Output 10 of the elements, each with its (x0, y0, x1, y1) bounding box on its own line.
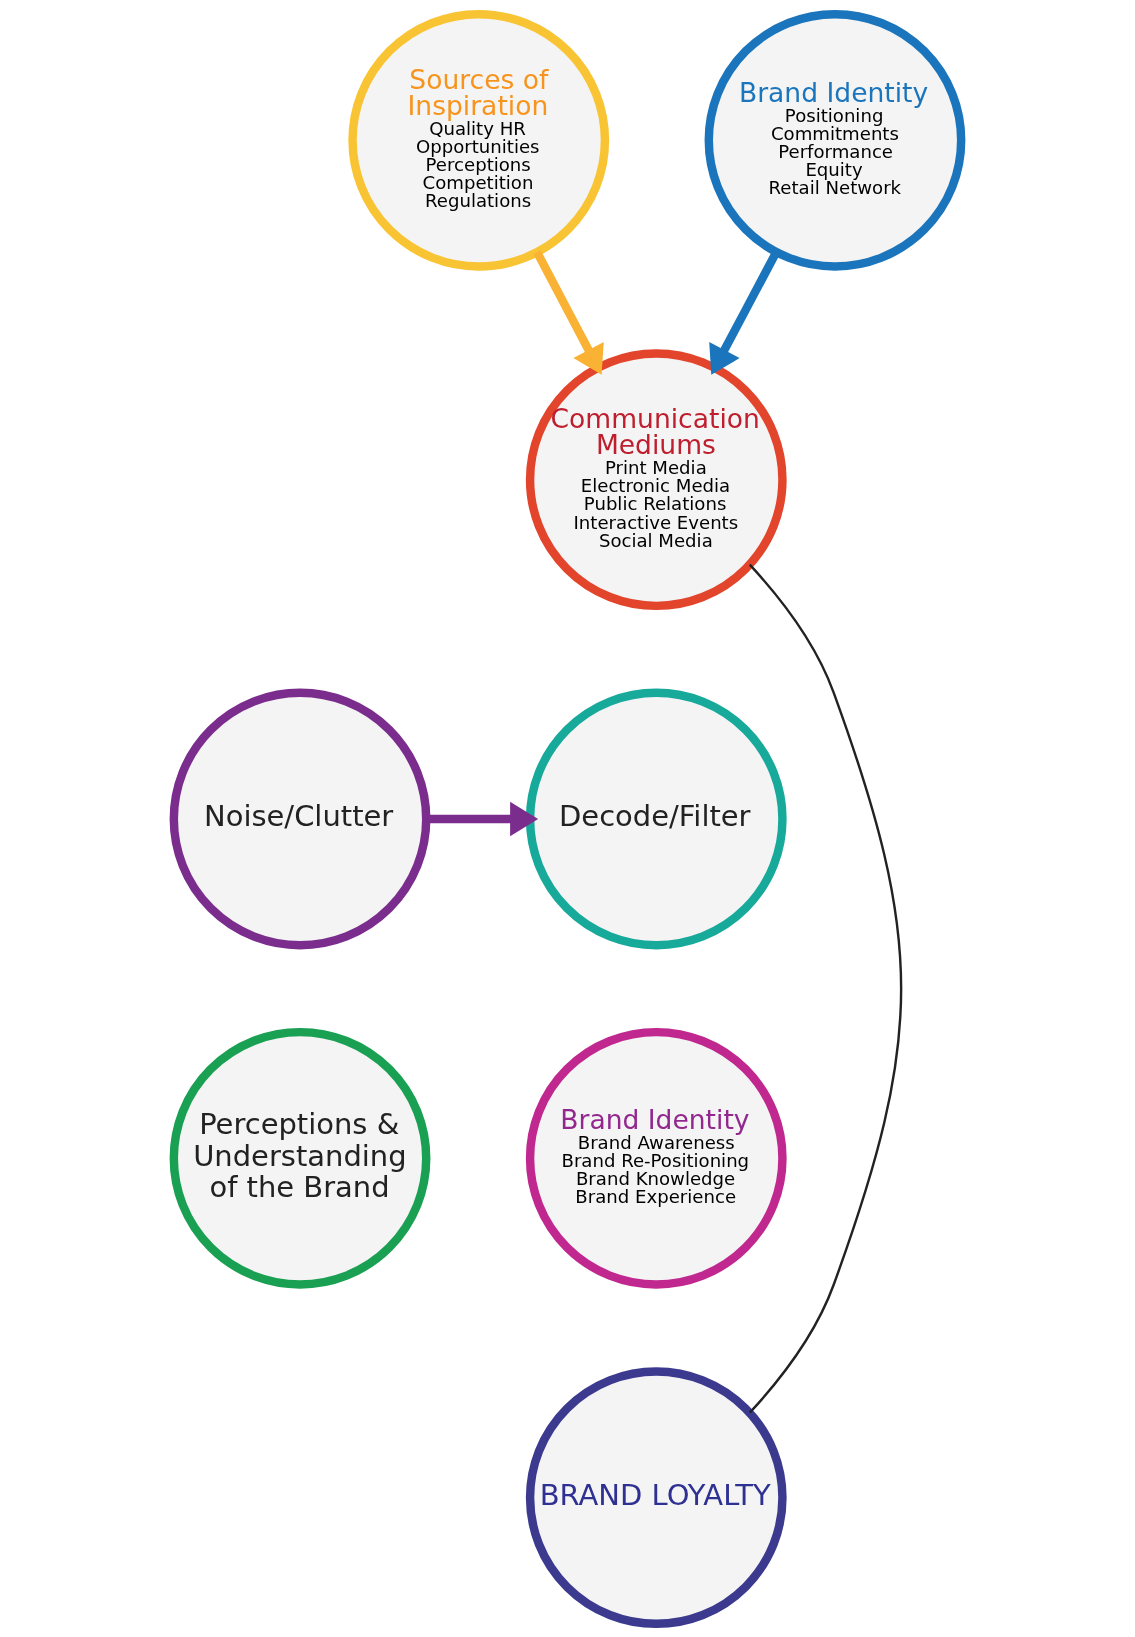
node-circle: Decode/Filter (525, 688, 787, 949)
arrow (533, 249, 604, 375)
node-circle: BRAND LOYALTY (525, 1366, 787, 1628)
node-circle: Perceptions & Understanding of the Brand (169, 1027, 431, 1289)
connector (748, 563, 903, 1413)
node-circle: Sources of Inspiration Quality HR Opportunities Perceptions Competition Regulations (348, 9, 610, 271)
node-circle: Noise/Clutter (169, 688, 431, 949)
node-circle: Communication Mediums Print Media Electronic Media Public Relations Interactive Events Social Media (525, 348, 787, 610)
node-circle: Brand Identity Positioning Commitments Performance Equity Retail Network (704, 9, 966, 271)
node-circle: Brand Identity Brand Awareness Brand Re-Positioning Brand Knowledge Brand Experience (525, 1027, 787, 1289)
